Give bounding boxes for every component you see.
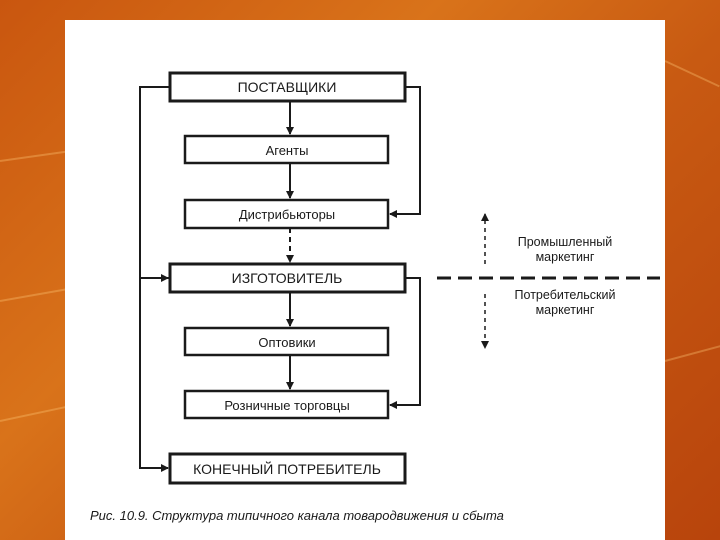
box-wholesalers-label: Оптовики	[258, 335, 315, 350]
figure-caption: Рис. 10.9. Структура типичного канала то…	[90, 508, 504, 523]
box-distributors-label: Дистрибьюторы	[239, 207, 335, 222]
box-consumer-label: КОНЕЧНЫЙ ПОТРЕБИТЕЛЬ	[193, 460, 381, 477]
bypass-manufacturer-to-retailers	[390, 278, 420, 405]
bypass-suppliers-to-distributors	[390, 87, 420, 214]
industrial-marketing-label-1: Промышленный	[518, 235, 613, 249]
slide-panel: ПОСТАВЩИКИ Агенты Дистрибьюторы ИЗГОТОВИ…	[65, 20, 665, 540]
box-manufacturer-label: ИЗГОТОВИТЕЛЬ	[232, 270, 343, 286]
box-suppliers-label: ПОСТАВЩИКИ	[238, 79, 337, 95]
distribution-channel-diagram: ПОСТАВЩИКИ Агенты Дистрибьюторы ИЗГОТОВИ…	[65, 20, 665, 540]
box-wholesalers: Оптовики	[185, 328, 388, 355]
consumer-marketing-label-1: Потребительский	[515, 288, 616, 302]
box-manufacturer: ИЗГОТОВИТЕЛЬ	[170, 264, 405, 292]
consumer-marketing-label-2: маркетинг	[536, 303, 595, 317]
box-suppliers: ПОСТАВЩИКИ	[170, 73, 405, 101]
box-agents-label: Агенты	[266, 143, 309, 158]
industrial-marketing-label-2: маркетинг	[536, 250, 595, 264]
bypass-suppliers-to-manufacturer	[140, 87, 170, 278]
box-retailers: Розничные торговцы	[185, 391, 388, 418]
box-consumer: КОНЕЧНЫЙ ПОТРЕБИТЕЛЬ	[170, 454, 405, 483]
box-agents: Агенты	[185, 136, 388, 163]
box-retailers-label: Розничные торговцы	[224, 398, 349, 413]
bypass-manufacturer-to-consumer	[140, 278, 170, 468]
box-distributors: Дистрибьюторы	[185, 200, 388, 228]
